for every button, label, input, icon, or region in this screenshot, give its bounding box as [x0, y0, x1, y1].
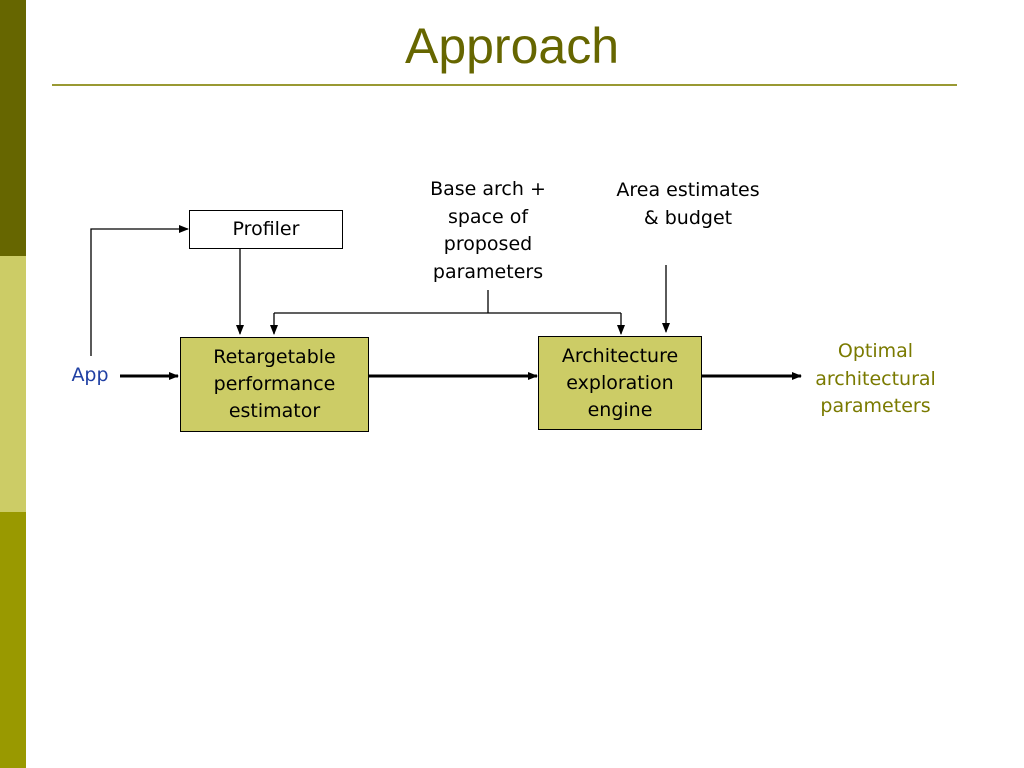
output-label: Optimal architectural parameters — [815, 340, 936, 417]
engine-box: Architecture exploration engine — [538, 336, 702, 430]
base-arch-label: Base arch + space of proposed parameters — [430, 178, 546, 283]
app-to-profiler-arrow — [90, 225, 189, 356]
engine-label: Architecture exploration engine — [561, 344, 679, 421]
estimator-label: Retargetable performance estimator — [213, 346, 336, 422]
area-label: Area estimates & budget — [616, 179, 760, 229]
estimator-box: Retargetable performance estimator — [180, 337, 369, 432]
slide-title: Approach — [404, 18, 620, 74]
sidebar-band-middle — [0, 256, 26, 512]
title-underline — [52, 84, 957, 86]
sidebar-band-top — [0, 0, 26, 256]
app-label: App — [71, 364, 109, 386]
profiler-label: Profiler — [232, 218, 300, 240]
sidebar-band-bottom — [0, 512, 26, 768]
profiler-box: Profiler — [189, 210, 343, 249]
